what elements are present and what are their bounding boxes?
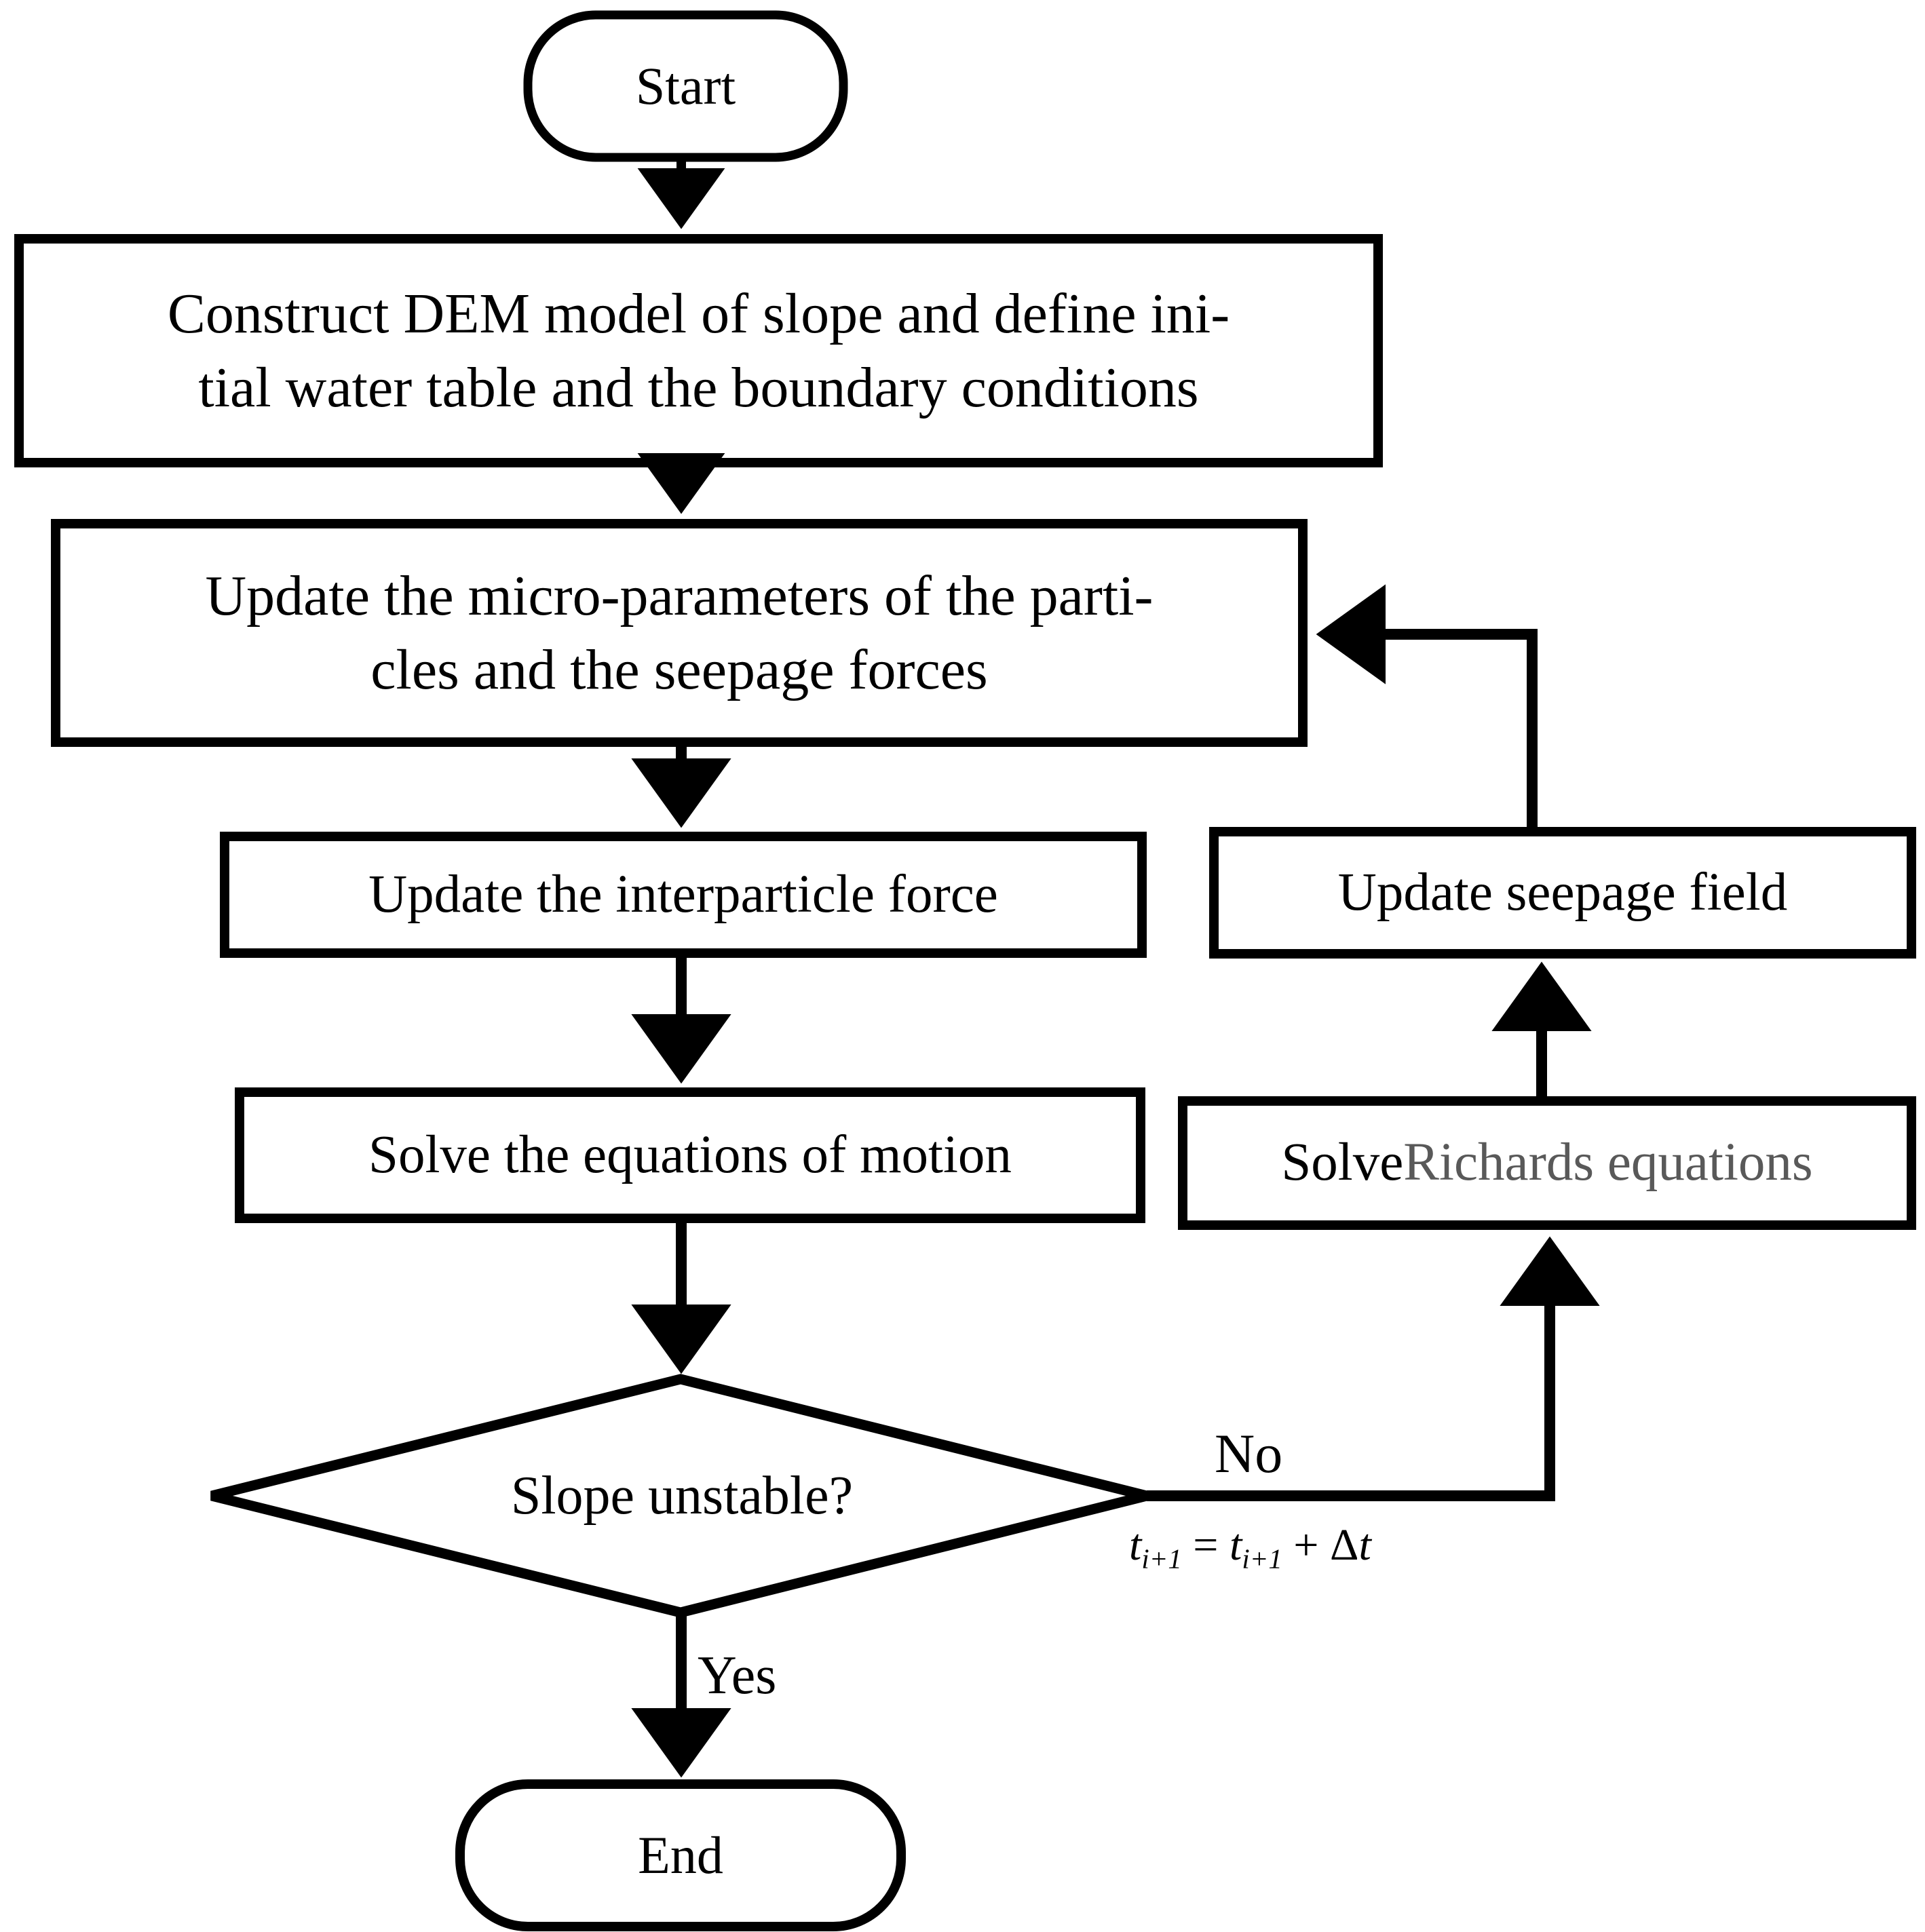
node-construct-dem[interactable]	[19, 239, 1378, 463]
node-slope-unstable[interactable]	[212, 1379, 1147, 1612]
node-shape-update-interparticle-force	[220, 832, 1147, 958]
node-shape-solve-richards-equations	[1178, 1096, 1916, 1230]
node-shape-update-seepage-field	[1209, 827, 1916, 959]
edge-update-seepage-field-to-update-micro-parameters	[1316, 584, 1538, 832]
edge-slope-unstable-no-to-solve-richards-equations	[1147, 1236, 1600, 1501]
node-shape-end	[455, 1779, 906, 1931]
node-start[interactable]	[528, 15, 843, 157]
node-shape-solve-equations-of-motion	[235, 1087, 1145, 1223]
node-update-micro-parameters[interactable]	[56, 524, 1303, 742]
node-solve-equations-of-motion[interactable]	[240, 1092, 1141, 1218]
node-shape-construct-dem	[14, 234, 1383, 467]
node-shape-update-micro-parameters	[51, 519, 1308, 747]
node-update-seepage-field[interactable]	[1214, 832, 1911, 954]
node-solve-richards-equations[interactable]	[1183, 1101, 1911, 1225]
node-end[interactable]	[460, 1784, 901, 1927]
node-update-interparticle-force[interactable]	[225, 836, 1142, 953]
